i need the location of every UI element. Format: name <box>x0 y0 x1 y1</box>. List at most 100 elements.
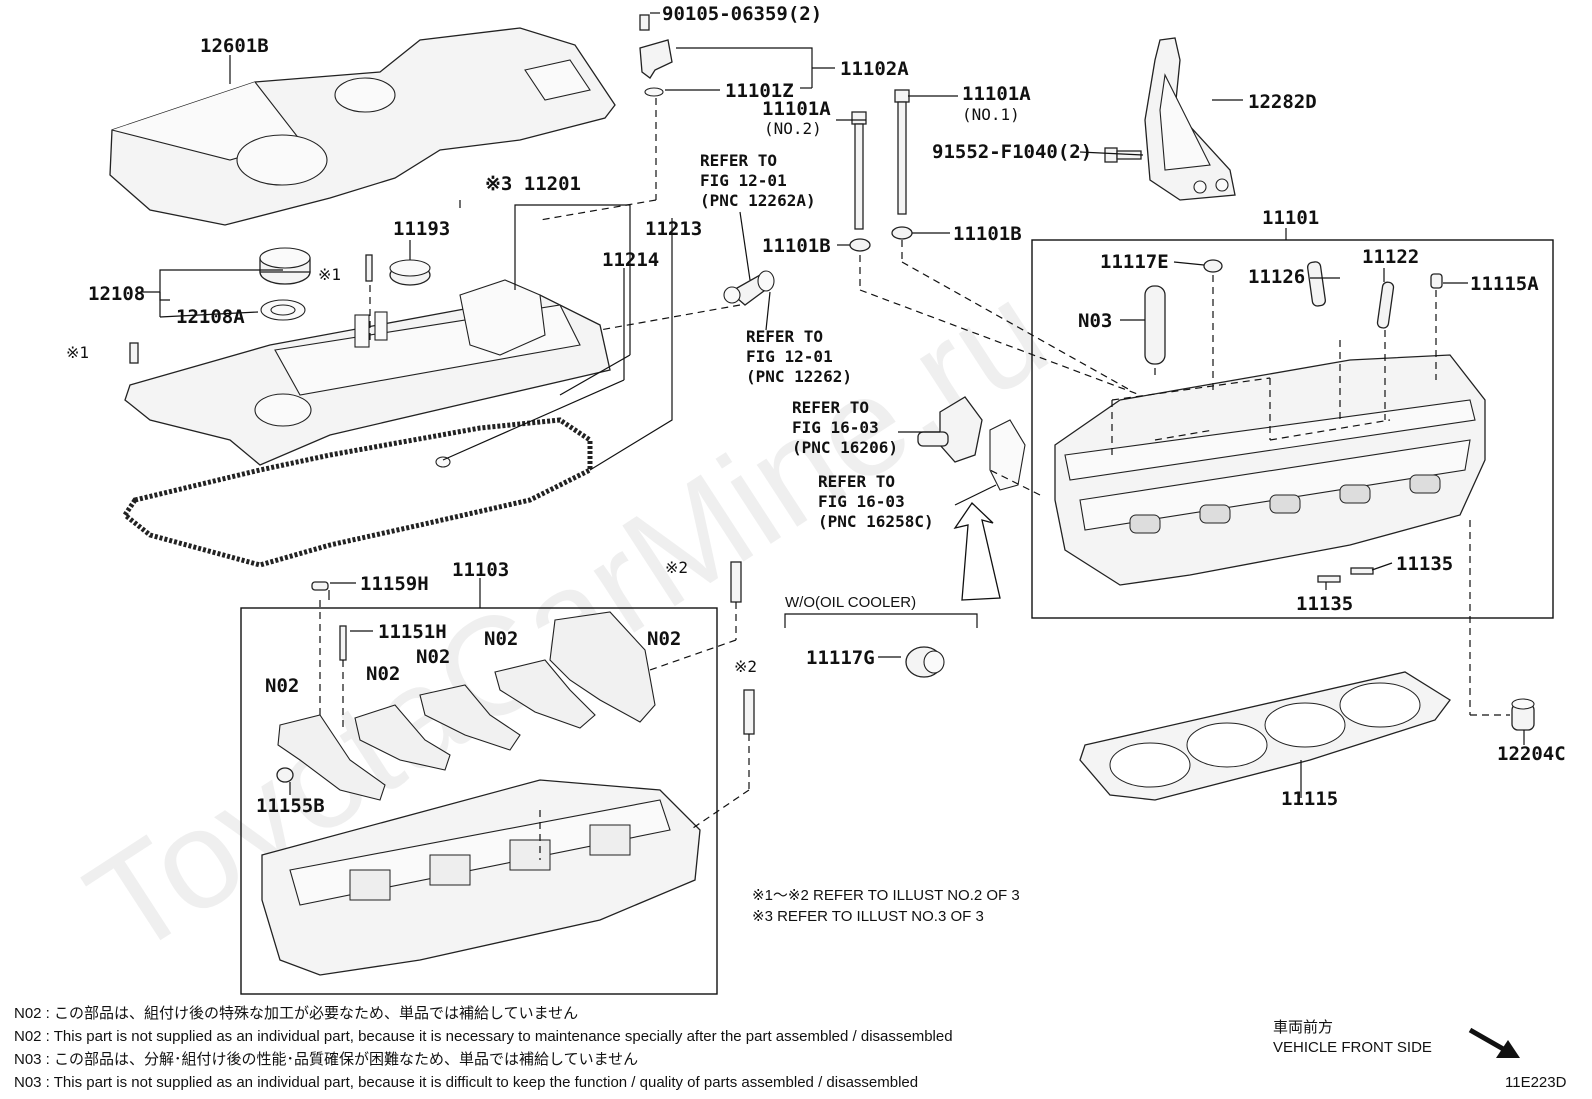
footnote-n03-en: N03 : This part is not supplied as an in… <box>14 1074 918 1091</box>
ref3-line2: FIG 16-03 <box>792 418 879 437</box>
label-91552: 91552-F1040(2) <box>932 141 1092 163</box>
bolt-star1-top <box>365 254 373 282</box>
ref4-line1: REFER TO <box>818 472 895 491</box>
cylinder-head-11101 <box>1054 354 1486 586</box>
label-11115A: 11115A <box>1470 273 1539 295</box>
head-gasket-11115 <box>1079 671 1451 801</box>
illust-note-1: ※1～※2 REFER TO ILLUST NO.2 OF 3 <box>752 887 1020 904</box>
ref4-line2: FIG 16-03 <box>818 492 905 511</box>
pin-11135-a <box>1350 567 1374 575</box>
ref4-line3: (PNC 16258C) <box>818 512 934 531</box>
engine-cover-12601B <box>109 27 616 226</box>
gasket-pnc16258C <box>989 419 1026 491</box>
label-N02-1: N02 <box>484 628 518 650</box>
pin-11115A <box>1430 273 1443 289</box>
label-11101B-right: 11101B <box>953 223 1022 245</box>
washer-11159H <box>311 581 329 591</box>
front-side-jp: 車両前方 <box>1273 1019 1333 1036</box>
ref3-line3: (PNC 16206) <box>792 438 898 457</box>
label-11103: 11103 <box>452 559 509 581</box>
label-11115: 11115 <box>1281 788 1338 810</box>
ref2-line2: FIG 12-01 <box>746 347 833 366</box>
cylinder-head-cover-11201 <box>124 279 611 466</box>
plug-11117E <box>1203 259 1223 273</box>
plug-11155B <box>276 767 294 783</box>
plug-11193 <box>389 259 431 286</box>
label-N02-3: N02 <box>366 663 400 685</box>
footnotes: N02 : この部品は、組付け後の特殊な加工が必要なため、単品では補給していませ… <box>14 1005 953 1091</box>
plug-11117G <box>905 646 945 678</box>
bearing-caps-N02 <box>277 611 656 801</box>
label-11159H: 11159H <box>360 573 429 595</box>
label-11155B: 11155B <box>256 795 325 817</box>
ref3-line1: REFER TO <box>792 398 869 417</box>
alignment-dashes <box>319 98 1510 860</box>
cylinder-head-box-11101 <box>1031 239 1554 619</box>
ring-11214 <box>435 456 451 468</box>
direction-arrow <box>953 502 1001 601</box>
washer-11101B-right <box>891 226 913 240</box>
label-N03: N03 <box>1078 310 1112 332</box>
label-star1-left: ※1 <box>66 343 89 362</box>
camshaft-housing-11103 <box>261 779 701 976</box>
camshaft-housing-box-11103 <box>240 607 718 995</box>
label-12108: 12108 <box>88 283 145 305</box>
label-12108A: 12108A <box>176 306 245 328</box>
label-12282D: 12282D <box>1248 91 1317 113</box>
bolt-star2-a <box>730 561 742 603</box>
label-11126: 11126 <box>1248 266 1305 288</box>
label-11213: 11213 <box>645 218 702 240</box>
front-arrow-icon <box>1468 1027 1520 1058</box>
hose-pnc12262 <box>723 270 775 306</box>
label-star1-top: ※1 <box>318 265 341 284</box>
part-labels: 12601B 90105-06359(2) 11102A 11101Z 1110… <box>66 3 1566 817</box>
sleeve-12204C <box>1511 698 1535 731</box>
label-11151H: 11151H <box>378 621 447 643</box>
illust-note-2: ※3 REFER TO ILLUST NO.3 OF 3 <box>752 908 984 925</box>
label-11101Z: 11101Z <box>725 80 794 102</box>
label-11135-b: 11135 <box>1296 593 1353 615</box>
refer-blocks: REFER TO FIG 12-01 (PNC 12262A) REFER TO… <box>700 151 934 531</box>
bolt-star2-b <box>743 689 755 735</box>
leader-lines <box>140 12 1525 798</box>
gasket-11213 <box>121 417 593 568</box>
figure-code: 11E223D <box>1505 1074 1567 1091</box>
pin-11122 <box>1376 281 1395 329</box>
label-star2-b: ※2 <box>734 657 757 676</box>
label-11201: ※3 11201 <box>485 173 581 195</box>
ref2-line1: REFER TO <box>746 327 823 346</box>
label-11102A: 11102A <box>840 58 909 80</box>
label-11101A-no1-sub: (NO.1) <box>962 105 1020 124</box>
label-90105: 90105-06359(2) <box>662 3 822 25</box>
label-11117E: 11117E <box>1100 251 1169 273</box>
label-11101B-left: 11101B <box>762 235 831 257</box>
bolt-star1-left <box>129 342 139 364</box>
ref1-line3: (PNC 12262A) <box>700 191 816 210</box>
ref2-line3: (PNC 12262) <box>746 367 852 386</box>
label-12601B: 12601B <box>200 35 269 57</box>
pin-11126 <box>1306 261 1326 307</box>
label-N02-5: N02 <box>265 675 299 697</box>
label-12204C: 12204C <box>1497 743 1566 765</box>
footnote-n03-jp: N03 : この部品は、分解･組付け後の性能･品質確保が困難なため、単品では補給… <box>14 1050 638 1068</box>
washer-11101B-left <box>849 238 871 252</box>
label-11101A-no2-sub: (NO.2) <box>764 119 822 138</box>
pin-11135-b <box>1317 575 1341 583</box>
ref1-line1: REFER TO <box>700 151 777 170</box>
label-wo-oil-cooler: W/O(OIL COOLER) <box>785 594 916 611</box>
ref1-line2: FIG 12-01 <box>700 171 787 190</box>
footnote-n02-jp: N02 : この部品は、組付け後の特殊な加工が必要なため、単品では補給していませ… <box>14 1005 578 1022</box>
label-11193: 11193 <box>393 218 450 240</box>
sensor-11102A <box>639 14 673 97</box>
front-side-en: VEHICLE FRONT SIDE <box>1273 1039 1432 1056</box>
label-N02-2: N02 <box>647 628 681 650</box>
label-11101A-no2: 11101A <box>762 98 831 120</box>
label-star2-a: ※2 <box>665 558 688 577</box>
label-11214: 11214 <box>602 249 659 271</box>
label-11101: 11101 <box>1262 207 1319 229</box>
flange-pnc16206 <box>917 396 983 463</box>
head-bolt-11101A-no2 <box>851 111 867 230</box>
label-11135-a: 11135 <box>1396 553 1453 575</box>
oil-filler-cap-12108 <box>259 247 311 321</box>
